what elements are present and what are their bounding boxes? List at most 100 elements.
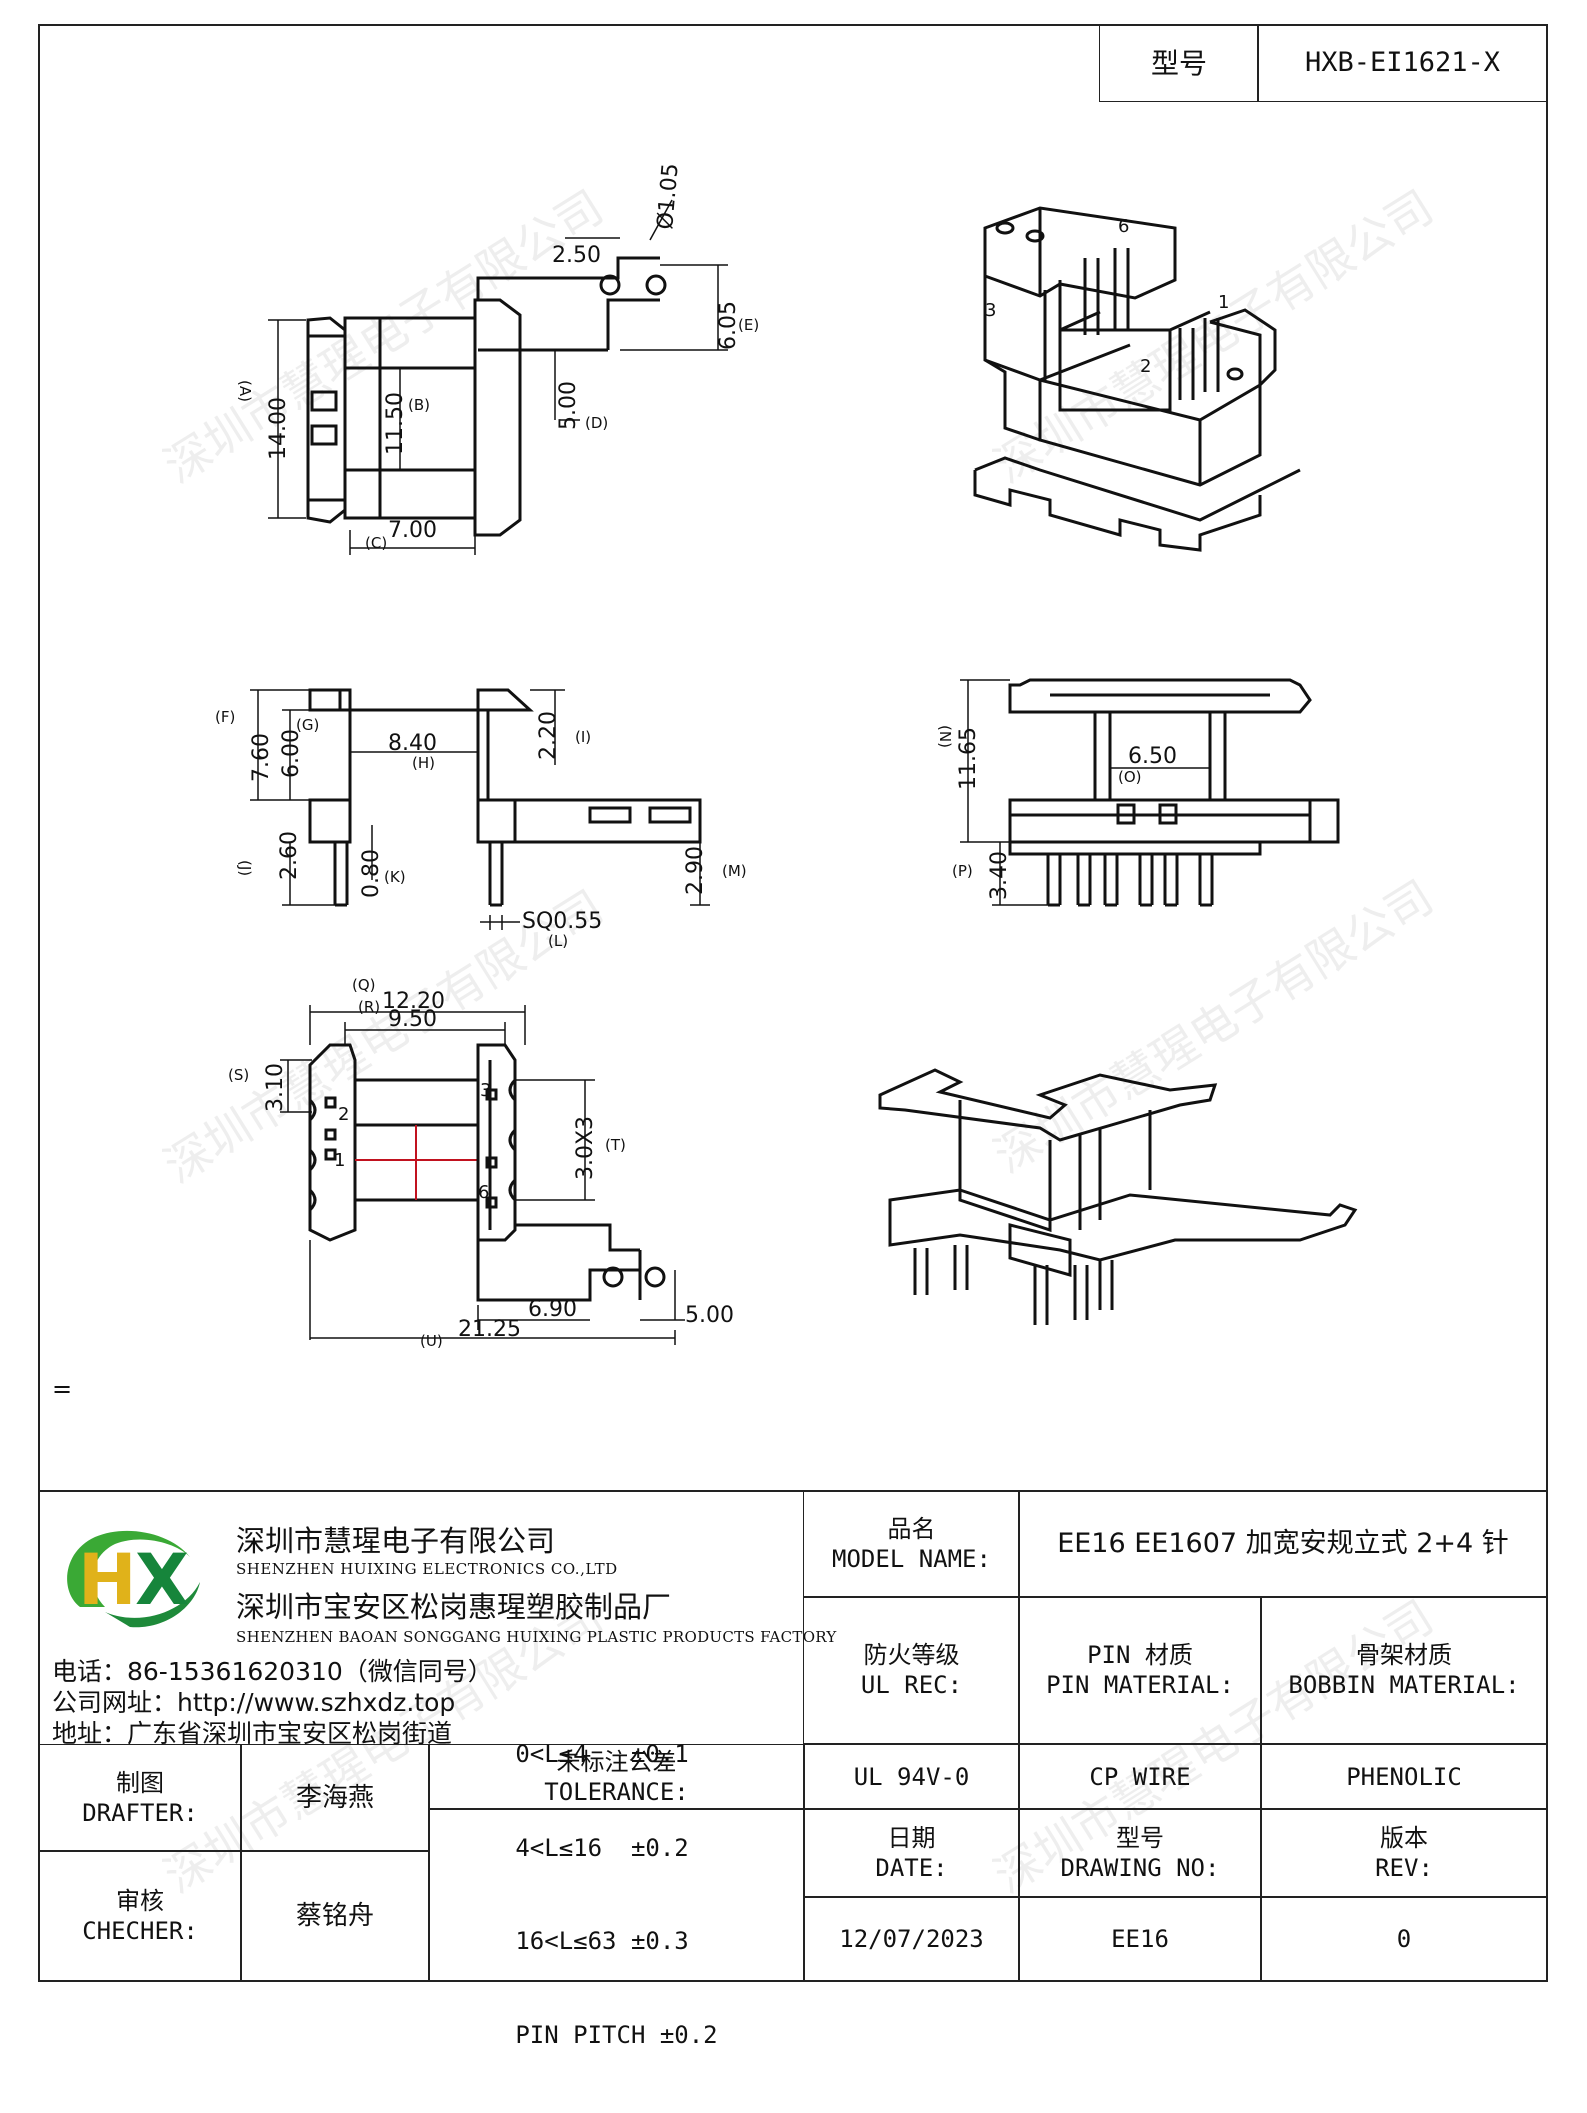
checker-label-cn: 审核 xyxy=(116,1887,164,1915)
bobbin-material-label-cn: 骨架材质 xyxy=(1356,1641,1452,1669)
date-label-cn: 日期 xyxy=(887,1824,936,1852)
tolerance-label: 未标注公差 TOLERANCE: xyxy=(428,1744,805,1810)
company-name-cn: 深圳市慧瑆电子有限公司 xyxy=(236,1524,556,1558)
pin-label: 2 xyxy=(338,1104,349,1125)
front-view-dims xyxy=(960,679,1210,906)
tolerance-line: 16<L≤63 ±0.3 xyxy=(515,1927,689,1956)
ul-label-en: UL REC: xyxy=(860,1671,963,1699)
svg-text:X: X xyxy=(135,1539,189,1621)
company-website: 公司网址：http://www.szhxdz.top xyxy=(52,1688,456,1717)
header-type-label: 型号 xyxy=(1099,24,1259,102)
dim-text: 3.0X3 xyxy=(573,1116,598,1180)
drawing-no-label: 型号 DRAWING NO: xyxy=(1018,1808,1262,1898)
bottom-view xyxy=(308,1043,666,1302)
rev-label: 版本 REV: xyxy=(1260,1808,1548,1898)
pin-material-label-cn: PIN 材质 xyxy=(1087,1641,1193,1669)
dim-text: 6.05 xyxy=(716,301,741,350)
rev-value: 0 xyxy=(1260,1896,1548,1982)
drafter-label-cn: 制图 xyxy=(116,1769,164,1797)
date-label-en: DATE: xyxy=(875,1854,948,1882)
company-address: 地址：广东省深圳市宝安区松岗街道 xyxy=(52,1719,453,1748)
pin-material-label: PIN 材质 PIN MATERIAL: xyxy=(1018,1596,1262,1744)
rev-label-en: REV: xyxy=(1375,1854,1433,1882)
ul-label: 防火等级 UL REC: xyxy=(803,1596,1020,1744)
dim-text: SQ0.55 xyxy=(522,909,602,934)
factory-name-en: SHENZHEN BAOAN SONGGANG HUIXING PLASTIC … xyxy=(236,1628,837,1646)
dim-text: (U) xyxy=(420,1332,443,1350)
front-view xyxy=(1008,678,1340,907)
date-value: 12/07/2023 xyxy=(803,1896,1020,1982)
dim-text: 2.20 xyxy=(536,711,561,760)
dim-text: (D) xyxy=(585,414,608,432)
pin-label: 3 xyxy=(985,300,996,321)
dim-text: 7.00 xyxy=(388,518,437,543)
dim-text: Ø1.05 xyxy=(653,162,684,230)
pin-label: 6 xyxy=(478,1182,489,1203)
dim-text: 5.00 xyxy=(556,381,581,430)
dim-text: (P) xyxy=(952,862,973,880)
stray-mark: = xyxy=(52,1375,73,1403)
dim-text: (B) xyxy=(408,396,430,414)
dim-text: 11.50 xyxy=(383,392,408,455)
dim-text: 3.10 xyxy=(263,1063,288,1112)
dim-text: (E) xyxy=(738,316,759,334)
tolerance-line: 0<L≤4 ±0.1 xyxy=(515,1740,689,1769)
tolerance-line: PIN PITCH ±0.2 xyxy=(515,2020,718,2049)
date-label: 日期 DATE: xyxy=(803,1808,1020,1898)
model-name-value: EE16 EE1607 加宽安规立式 2+4 针 xyxy=(1018,1490,1548,1598)
tolerance-label-en: TOLERANCE: xyxy=(544,1778,689,1806)
bobbin-material-value: PHENOLIC xyxy=(1260,1744,1548,1810)
pin-label: 1 xyxy=(1218,292,1229,313)
tolerance-line: 4<L≤16 ±0.2 xyxy=(515,1833,689,1862)
dim-text: (I) xyxy=(575,728,591,746)
dim-text: (N) xyxy=(936,725,954,748)
dim-text: 2.90 xyxy=(683,846,708,895)
top-view xyxy=(306,256,667,537)
dim-text: 2.60 xyxy=(277,831,302,880)
dim-text: (M) xyxy=(722,862,747,880)
dim-text: 7.60 xyxy=(249,733,274,782)
top-view-dims xyxy=(268,199,728,555)
dim-text: 3.40 xyxy=(987,851,1012,900)
tolerance-table: 0<L≤4 ±0.1 4<L≤16 ±0.2 16<L≤63 ±0.3 PIN … xyxy=(428,1740,805,2049)
dim-text: (O) xyxy=(1118,768,1142,786)
header-type-value: HXB-EI1621-X xyxy=(1257,24,1548,102)
dim-text: 0.80 xyxy=(359,849,384,898)
bottom-view-dims xyxy=(280,1005,685,1345)
dim-text: 12.20 xyxy=(382,989,445,1014)
drawing-canvas: 2.50 Ø1.05 6.05 (E) 14.00 (A) 11.50 (B) … xyxy=(215,162,1358,1350)
dim-text: 6.50 xyxy=(1128,744,1177,769)
dim-text: (J) xyxy=(236,860,254,876)
pin-label: 3 xyxy=(480,1080,491,1101)
dim-text: 14.00 xyxy=(266,397,291,460)
dim-text: (C) xyxy=(365,534,387,552)
dim-text: (G) xyxy=(296,716,319,734)
company-logo: H X xyxy=(67,1530,200,1628)
checker-label: 审核 CHECHER: xyxy=(38,1850,242,1982)
svg-text:H: H xyxy=(78,1539,137,1621)
checker-value: 蔡铭舟 xyxy=(240,1850,430,1982)
pin-label: 2 xyxy=(1140,356,1151,377)
pin-label: 1 xyxy=(334,1150,345,1171)
drafter-value: 李海燕 xyxy=(240,1744,430,1852)
model-name-label-cn: 品名 xyxy=(887,1515,936,1543)
factory-name-cn: 深圳市宝安区松岗惠瑆塑胶制品厂 xyxy=(236,1590,672,1624)
bobbin-material-label-en: BOBBIN MATERIAL: xyxy=(1288,1671,1520,1699)
dim-text: 6.90 xyxy=(528,1297,577,1322)
side-view-dims xyxy=(250,689,710,930)
pin-material-label-en: PIN MATERIAL: xyxy=(1046,1671,1234,1699)
drawing-no-label-en: DRAWING NO: xyxy=(1060,1854,1220,1882)
dim-text: 8.40 xyxy=(388,731,437,756)
dim-text: (K) xyxy=(384,868,406,886)
dim-text: (Q) xyxy=(352,976,376,994)
drafter-label-en: DRAFTER: xyxy=(82,1799,198,1827)
dim-text: (L) xyxy=(548,932,568,950)
model-name-label: 品名 MODEL NAME: xyxy=(803,1490,1020,1598)
dim-text: 11.65 xyxy=(956,727,981,790)
dim-text: (S) xyxy=(228,1066,249,1084)
company-phone: 电话：86-15361620310（微信同号） xyxy=(52,1657,493,1686)
model-name-label-en: MODEL NAME: xyxy=(832,1545,991,1573)
dim-text: (R) xyxy=(358,998,380,1016)
drawing-no-label-cn: 型号 xyxy=(1116,1824,1164,1852)
ul-label-cn: 防火等级 xyxy=(863,1641,960,1669)
